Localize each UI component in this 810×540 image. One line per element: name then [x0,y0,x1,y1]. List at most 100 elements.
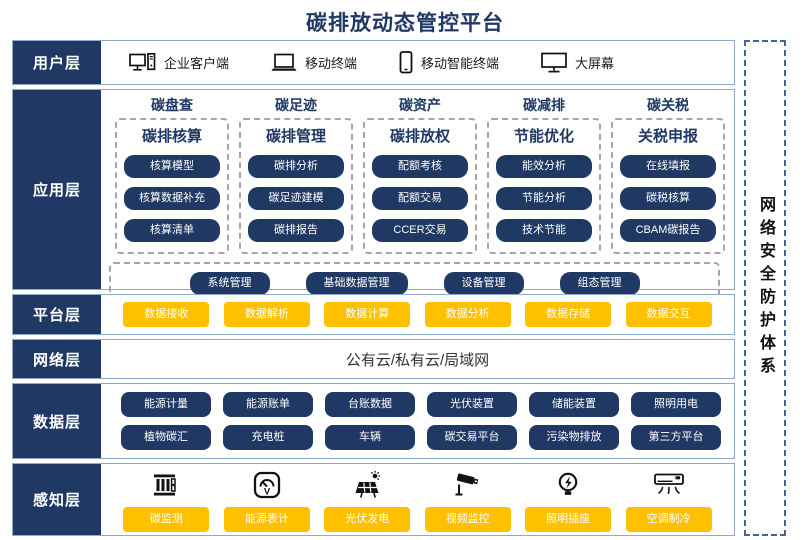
sense-label: 视频监控 [424,507,511,532]
app-column-title: 碳关税 [647,97,689,113]
data-source-button: 储能装置 [529,392,619,417]
app-module-button: 碳税核算 [620,187,716,210]
user-item-label: 移动智能终端 [421,56,500,71]
app-module-button: 配额交易 [372,187,468,210]
desktop-pc-icon [129,52,156,73]
data-source-button: 照明用电 [631,392,721,417]
data-row-2: 植物碳汇 充电桩 车辆 碳交易平台 污染物排放 第三方平台 [121,425,734,450]
platform-button: 数据计算 [324,302,411,327]
app-module-button: 碳排分析 [248,155,344,178]
sense-item-air-conditioning: 空调制冷 [625,469,712,532]
data-source-button: 光伏装置 [427,392,517,417]
user-item-mobile-terminal: 移动终端 [271,53,357,72]
app-column-box: 碳排放权 配额考核 配额交易 CCER交易 [363,118,477,254]
app-column-subtitle: 碳排放权 [389,128,450,145]
app-module-button: 在线填报 [620,155,716,178]
data-layer-body: 能源计量 能源账单 台账数据 光伏装置 储能装置 照明用电 植物碳汇 充电桩 车… [101,384,734,458]
light-socket-icon [553,469,583,501]
sense-item-carbon-monitoring: 碳监测 [123,469,210,532]
energy-meter-icon: V [252,469,282,501]
carbon-monitor-icon [151,469,181,501]
application-layer-body: 碳盘查 碳排核算 核算模型 核算数据补充 核算清单 碳足迹 碳排管理 碳排分析 … [101,90,734,304]
application-columns: 碳盘查 碳排核算 核算模型 核算数据补充 核算清单 碳足迹 碳排管理 碳排分析 … [101,90,734,254]
data-source-button: 能源账单 [223,392,313,417]
app-module-button: 核算模型 [124,155,220,178]
sense-item-solar-power: 光伏发电 [324,469,411,532]
management-button: 基础数据管理 [305,271,408,295]
perception-layer: 感知层 碳监测 [12,463,735,536]
data-source-button: 植物碳汇 [121,425,211,450]
app-module-button: 核算清单 [124,219,220,242]
platform-button: 数据分析 [424,302,511,327]
app-column-subtitle: 碳排管理 [265,128,326,145]
management-button: 组态管理 [559,271,640,295]
app-module-button: 技术节能 [496,219,592,242]
solar-power-icon [351,469,383,501]
platform-layer-label: 平台层 [13,295,101,334]
platform-button: 数据解析 [223,302,310,327]
app-column-title: 碳盘查 [151,97,193,113]
sense-label: 碳监测 [123,507,210,532]
app-module-button: CCER交易 [372,219,468,242]
page-title: 碳排放动态管控平台 [306,12,504,35]
sense-item-video-surveillance: 视频监控 [424,469,511,532]
app-column-subtitle: 节能优化 [513,128,574,145]
app-column-box: 节能优化 能效分析 节能分析 技术节能 [487,118,601,254]
data-row-1: 能源计量 能源账单 台账数据 光伏装置 储能装置 照明用电 [121,392,734,417]
user-item-label: 移动终端 [305,56,358,71]
data-layer: 数据层 能源计量 能源账单 台账数据 光伏装置 储能装置 照明用电 植物碳汇 充… [12,383,735,459]
air-conditioner-icon [653,469,685,501]
user-item-label: 大屏幕 [575,56,615,71]
data-source-button: 能源计量 [121,392,211,417]
sense-item-energy-meter: V 能源表计 [223,469,310,532]
sense-item-lighting-socket: 照明插座 [525,469,612,532]
laptop-icon [271,53,297,72]
cctv-camera-icon [452,469,484,501]
user-item-smart-mobile-terminal: 移动智能终端 [399,51,499,74]
app-column-carbon-asset: 碳资产 碳排放权 配额考核 配额交易 CCER交易 [363,95,477,254]
application-layer: 应用层 碳盘查 碳排核算 核算模型 核算数据补充 核算清单 碳足迹 碳排管理 碳… [12,89,735,304]
management-button: 设备管理 [443,271,524,295]
perception-layer-label: 感知层 [13,464,101,535]
app-column-carbon-inventory: 碳盘查 碳排核算 核算模型 核算数据补充 核算清单 [115,95,229,254]
platform-layer: 平台层 数据接收 数据解析 数据计算 数据分析 数据存储 数据交互 [12,294,735,335]
management-row: 系统管理 基础数据管理 设备管理 组态管理 [109,262,720,304]
data-source-button: 污染物排放 [529,425,619,450]
data-source-button: 台账数据 [325,392,415,417]
user-layer-label: 用户层 [13,41,101,84]
app-module-button: 配额考核 [372,155,468,178]
sense-label: 照明插座 [525,507,612,532]
user-item-enterprise-client: 企业客户端 [129,52,230,73]
user-item-big-screen: 大屏幕 [541,52,614,74]
user-item-label: 企业客户端 [164,56,230,71]
perception-layer-body: 碳监测 V 能源表计 [101,464,734,535]
data-layer-label: 数据层 [13,384,101,458]
app-module-button: 核算数据补充 [124,187,220,210]
app-column-title: 碳足迹 [275,97,317,113]
big-screen-icon [541,52,567,74]
meter-v-letter: V [264,487,271,498]
user-layer: 用户层 企业客户端 [12,40,735,85]
data-source-button: 车辆 [325,425,415,450]
app-module-button: 能效分析 [496,155,592,178]
app-column-title: 碳资产 [399,97,441,113]
app-column-box: 碳排核算 核算模型 核算数据补充 核算清单 [115,118,229,254]
app-module-button: 碳排报告 [248,219,344,242]
security-sidebar: 网络安全防护体系 [744,40,786,536]
data-source-button: 第三方平台 [631,425,721,450]
network-layer-text: 公有云/私有云/局域网 [345,351,490,369]
app-column-carbon-footprint: 碳足迹 碳排管理 碳排分析 碳足迹建模 碳排报告 [239,95,353,254]
user-layer-body: 企业客户端 移动终端 移动智能终端 [101,41,734,84]
platform-button: 数据存储 [525,302,612,327]
network-layer-body: 公有云/私有云/局域网 [101,340,734,378]
data-source-button: 碳交易平台 [427,425,517,450]
platform-button: 数据接收 [123,302,210,327]
sense-label: 光伏发电 [324,507,411,532]
app-module-button: 节能分析 [496,187,592,210]
platform-button: 数据交互 [625,302,712,327]
platform-layer-body: 数据接收 数据解析 数据计算 数据分析 数据存储 数据交互 [101,295,734,334]
application-layer-label: 应用层 [13,90,101,289]
app-column-subtitle: 碳排核算 [141,128,202,145]
app-column-box: 碳排管理 碳排分析 碳足迹建模 碳排报告 [239,118,353,254]
app-column-carbon-reduction: 碳减排 节能优化 能效分析 节能分析 技术节能 [487,95,601,254]
